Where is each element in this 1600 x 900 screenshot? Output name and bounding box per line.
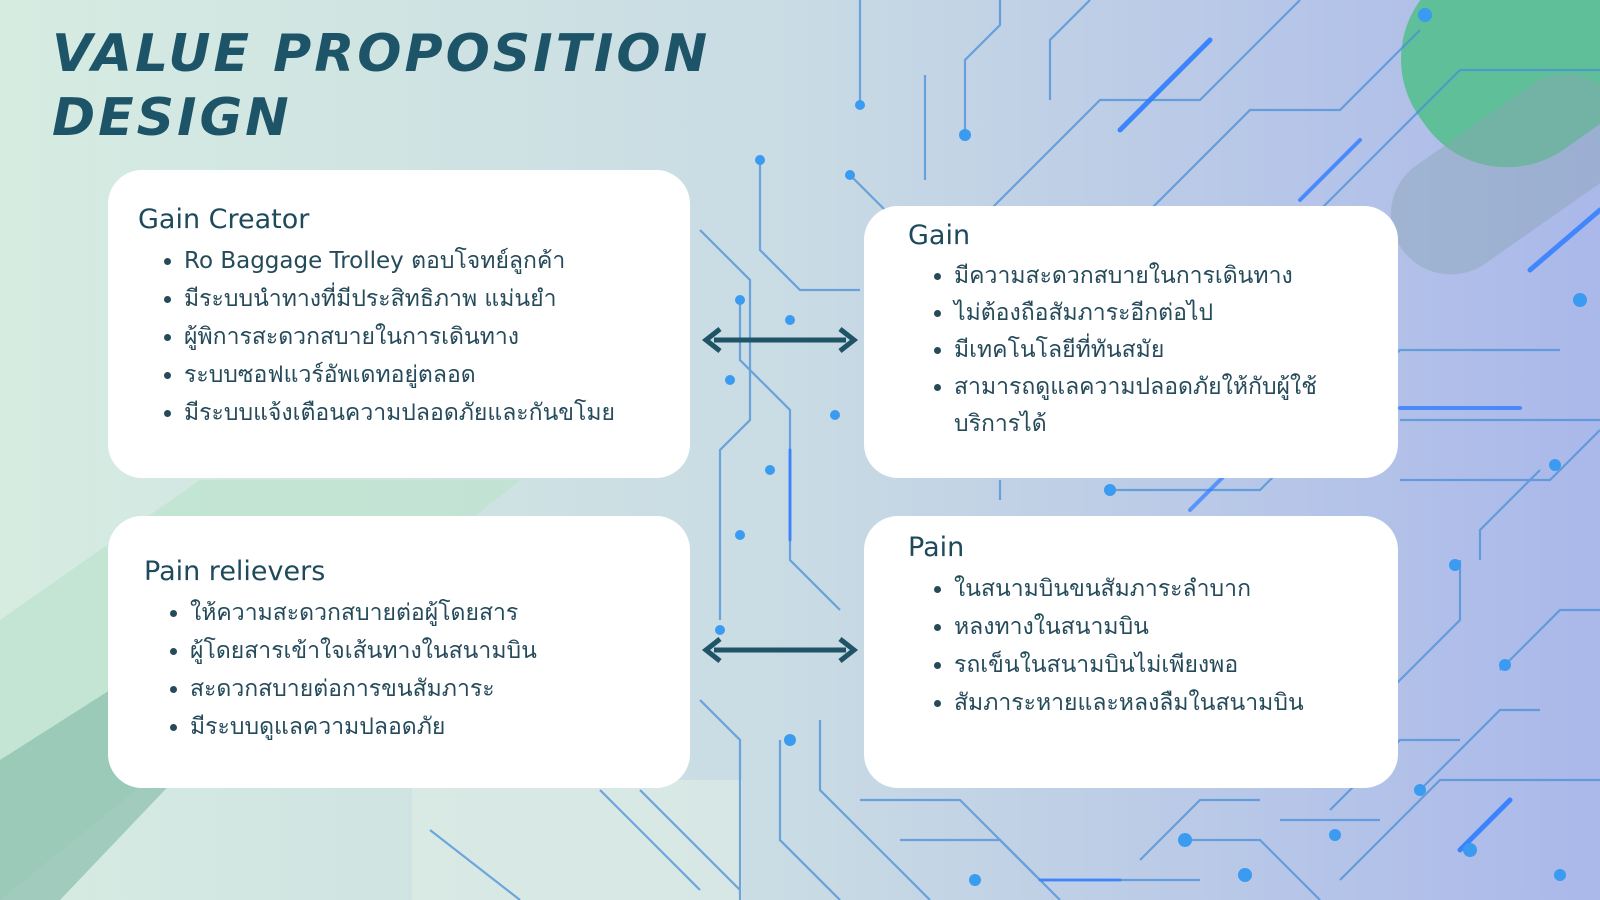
list-item: มีเทคโนโลยีที่ทันสมัย [954,332,1380,369]
list-item: รถเข็นในสนามบินไม่เพียงพอ [954,646,1380,684]
list-item: สามารถดูแลความปลอดภัยให้กับผู้ใช้บริการไ… [954,369,1380,443]
list-item: ในสนามบินขนสัมภาระลำบาก [954,570,1380,608]
list-item: ผู้พิการสะดวกสบายในการเดินทาง [184,318,670,356]
title-line-2: DESIGN [52,88,292,148]
double-arrow-icon-bottom [701,637,859,663]
list-item: Ro Baggage Trolley ตอบโจทย์ลูกค้า [184,242,670,280]
green-pill-shape [1401,0,1600,168]
list-item: สะดวกสบายต่อการขนสัมภาระ [190,670,670,708]
gain-card: Gain มีความสะดวกสบายในการเดินทาง ไม่ต้อง… [864,206,1398,478]
pain-list: ในสนามบินขนสัมภาระลำบาก หลงทางในสนามบิน … [908,570,1380,722]
pain-relievers-card: Pain relievers ให้ความสะดวกสบายต่อผู้โดย… [108,516,690,788]
circuit-nodes [715,8,1587,886]
pain-relievers-heading: Pain relievers [144,556,326,587]
gain-creator-heading: Gain Creator [138,204,310,235]
list-item: หลงทางในสนามบิน [954,608,1380,646]
list-item: มีความสะดวกสบายในการเดินทาง [954,258,1380,295]
list-item: ผู้โดยสารเข้าใจเส้นทางในสนามบิน [190,632,670,670]
list-item: มีระบบแจ้งเตือนความปลอดภัยและกันขโมย [184,394,670,432]
list-item: ไม่ต้องถือสัมภาระอีกต่อไป [954,295,1380,332]
gain-heading: Gain [908,220,971,251]
list-item: สัมภาระหายและหลงลืมในสนามบิน [954,684,1380,722]
grey-pill-shape [1390,74,1600,275]
title-line-1: VALUE PROPOSITION [52,24,711,84]
list-item: มีระบบดูแลความปลอดภัย [190,708,670,746]
list-item: ให้ความสะดวกสบายต่อผู้โดยสาร [190,594,670,632]
pale-panel [412,780,742,900]
page-title: VALUE PROPOSITION DESIGN [52,22,710,150]
pain-relievers-list: ให้ความสะดวกสบายต่อผู้โดยสาร ผู้โดยสารเข… [144,594,670,746]
list-item: ระบบซอฟแวร์อัพเดทอยู่ตลอด [184,356,670,394]
list-item: มีระบบนำทางที่มีประสิทธิภาพ แม่นยำ [184,280,670,318]
double-arrow-icon-top [701,327,859,353]
glow-streaks [788,37,1600,882]
pain-heading: Pain [908,532,965,563]
gain-list: มีความสะดวกสบายในการเดินทาง ไม่ต้องถือสั… [908,258,1380,443]
pain-card: Pain ในสนามบินขนสัมภาระลำบาก หลงทางในสนา… [864,516,1398,788]
gain-creator-card: Gain Creator Ro Baggage Trolley ตอบโจทย์… [108,170,690,478]
gain-creator-list: Ro Baggage Trolley ตอบโจทย์ลูกค้า มีระบบ… [138,242,670,432]
